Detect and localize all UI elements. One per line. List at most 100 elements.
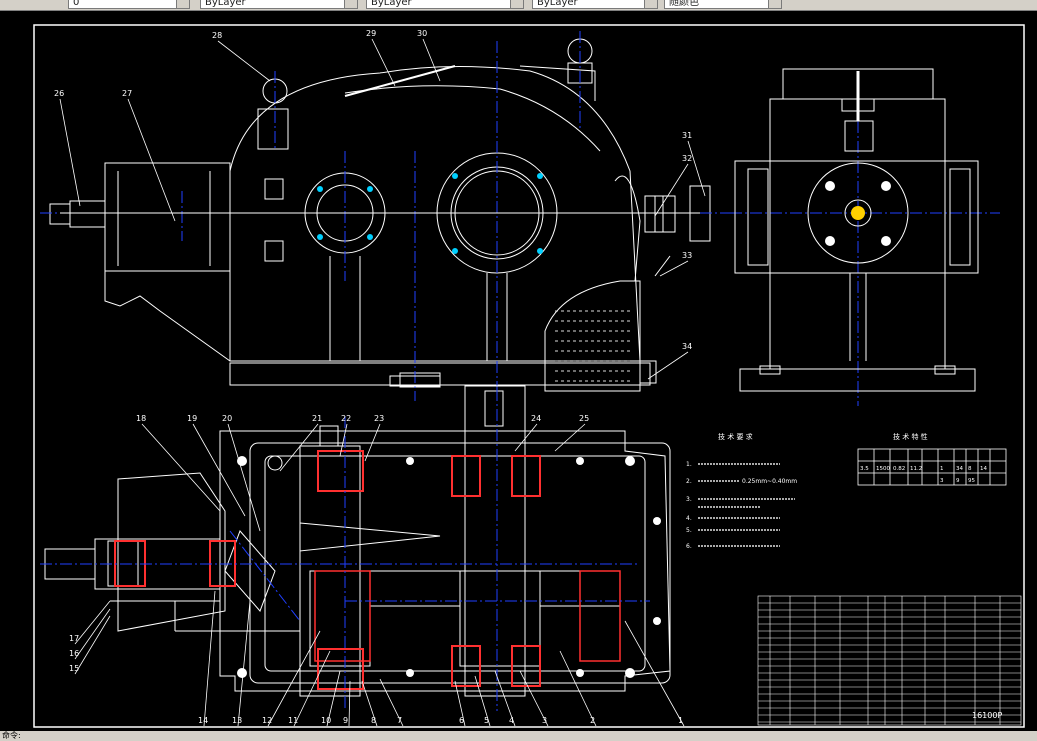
leader-line	[514, 423, 538, 452]
drawing-frame	[33, 24, 1025, 728]
part-number-label: 1	[678, 716, 683, 725]
leader-line	[192, 423, 246, 517]
part-number-label: 26	[54, 89, 64, 98]
part-number-label: 12	[262, 716, 272, 725]
part-number-label: 19	[187, 414, 197, 423]
leader-line	[203, 590, 216, 727]
tech-req-item: 6.	[686, 543, 692, 550]
drawing-canvas[interactable]: 技 术 要 求 1.2.3.4.5.6.0.25mm~0.40mm 技 术 特 …	[0, 11, 1037, 731]
part-number-label: 17	[69, 634, 79, 643]
part-number-label: 24	[531, 414, 541, 423]
side-view	[734, 68, 979, 392]
front-view	[49, 38, 711, 392]
part-number-label: 20	[222, 414, 232, 423]
lineweight-combo[interactable]: ByLayer	[532, 0, 658, 9]
leader-line	[74, 615, 111, 675]
spec-value: 9	[956, 478, 960, 484]
linetype-combo-value: ByLayer	[371, 0, 412, 8]
leader-line	[559, 650, 597, 727]
command-line[interactable]: 命令:	[0, 731, 1037, 741]
plotstyle-combo[interactable]: 随颜色	[664, 0, 782, 9]
gear-plan	[314, 570, 621, 662]
tech-req-item: 3.	[686, 496, 692, 503]
leader-line	[474, 675, 491, 727]
part-number-label: 6	[459, 716, 464, 725]
part-number-label: 7	[397, 716, 402, 725]
tech-req-item: 2.	[686, 478, 692, 485]
spec-value: 1500	[876, 466, 890, 472]
part-number-label: 3	[542, 716, 547, 725]
leader-line	[647, 351, 689, 380]
leader-line	[141, 423, 221, 512]
leader-line	[339, 423, 348, 457]
plotstyle-combo-value: 随颜色	[669, 0, 699, 8]
leader-line	[293, 650, 331, 727]
chevron-down-icon[interactable]	[344, 0, 357, 8]
chevron-down-icon[interactable]	[510, 0, 523, 8]
part-number-label: 13	[232, 716, 242, 725]
spec-value: 1	[940, 466, 944, 472]
spec-value: 3	[940, 478, 944, 484]
part-number-label: 9	[343, 716, 348, 725]
color-combo[interactable]: ByLayer	[200, 0, 358, 9]
leader-line	[267, 630, 321, 727]
leader-lines	[59, 38, 706, 727]
layer-combo-value: 0	[73, 0, 80, 8]
leader-line	[279, 423, 319, 472]
part-number-label: 15	[69, 664, 79, 673]
tech-req-item: 4.	[686, 515, 692, 522]
part-number-label: 14	[198, 716, 208, 725]
part-number-label: 2	[590, 716, 595, 725]
leader-line	[364, 423, 381, 462]
spec-value: 3.5	[860, 466, 869, 472]
chevron-down-icon[interactable]	[768, 0, 781, 8]
part-number-label: 11	[288, 716, 298, 725]
spec-value: 8	[968, 466, 972, 472]
property-toolbar: 0 ByLayer ByLayer ByLayer 随颜色	[0, 0, 1037, 11]
bolt-holes-plan	[237, 455, 661, 678]
leader-line	[237, 600, 251, 727]
color-combo-value: ByLayer	[205, 0, 246, 8]
leader-line	[494, 670, 516, 727]
part-number-label: 10	[321, 716, 331, 725]
chevron-down-icon[interactable]	[176, 0, 189, 8]
part-number-label: 8	[371, 716, 376, 725]
part-number-label: 33	[682, 251, 692, 260]
leader-line	[379, 678, 404, 727]
leader-line	[74, 608, 111, 660]
spec-value: 95	[968, 478, 975, 484]
tech-requirements: 技 术 要 求 1.2.3.4.5.6.0.25mm~0.40mm	[686, 432, 797, 550]
leader-line	[217, 40, 271, 82]
spec-value: 0.82	[893, 466, 905, 472]
bolt-holes-top	[317, 173, 543, 254]
spec-value: 14	[980, 466, 987, 472]
part-number-label: 21	[312, 414, 322, 423]
part-number-label: 27	[122, 89, 132, 98]
chevron-down-icon[interactable]	[644, 0, 657, 8]
tech-req-item: 5.	[686, 527, 692, 534]
tech-spec-table: 技 术 特 性	[857, 432, 1007, 486]
leader-line	[371, 38, 396, 87]
tech-req-title: 技 术 要 求	[718, 432, 753, 441]
spec-value: 11.2	[910, 466, 922, 472]
leader-line	[687, 140, 706, 197]
leader-line	[454, 680, 466, 727]
cad-drawing[interactable]: 技 术 要 求 1.2.3.4.5.6.0.25mm~0.40mm 技 术 特 …	[0, 11, 1037, 731]
leader-line	[127, 98, 176, 222]
leader-line	[654, 163, 689, 217]
leader-line	[554, 423, 586, 452]
part-number-label: 4	[509, 716, 514, 725]
part-number-label: 29	[366, 29, 376, 38]
part-number-label: 34	[682, 342, 692, 351]
bearings-plan	[114, 450, 541, 690]
layer-combo[interactable]: 0	[68, 0, 190, 9]
leader-line	[74, 600, 111, 645]
tech-req-range: 0.25mm~0.40mm	[742, 478, 797, 485]
drawing-number: 16100P	[972, 711, 1002, 720]
shaft-bore	[851, 206, 865, 220]
bolt-holes-side	[825, 181, 891, 246]
leader-line	[422, 38, 441, 82]
linetype-combo[interactable]: ByLayer	[366, 0, 524, 9]
